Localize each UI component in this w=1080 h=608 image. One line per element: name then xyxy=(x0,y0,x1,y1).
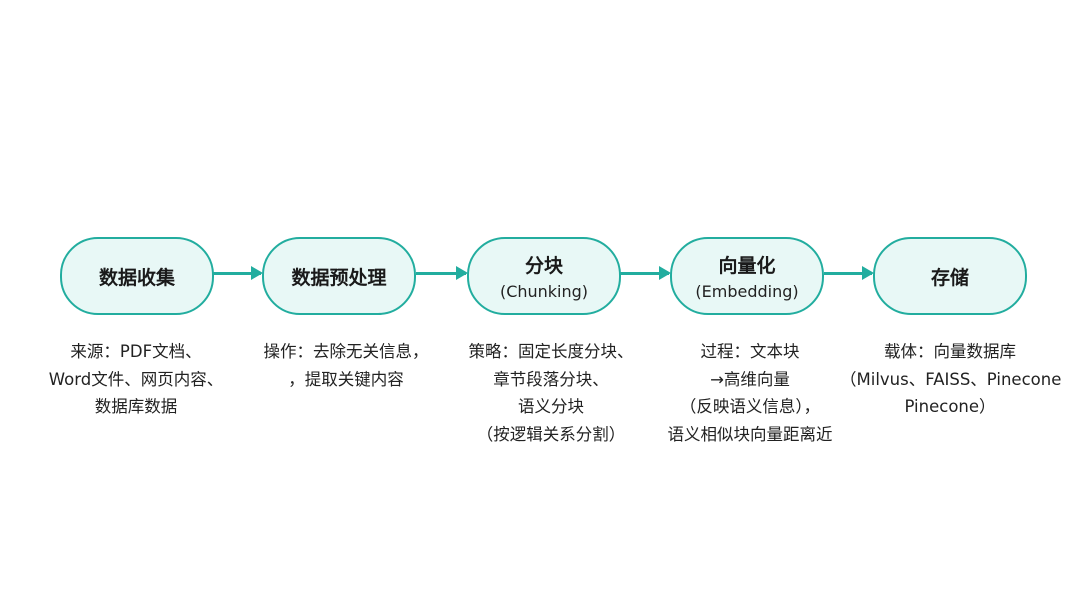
desc-line: ，提取关键内容 xyxy=(288,369,404,389)
step-subtitle: (Chunking) xyxy=(499,282,589,301)
desc-line: Pinecone） xyxy=(904,397,996,416)
desc-line: 语义分块 xyxy=(518,397,584,416)
desc-line: 来源：PDF文档、 xyxy=(70,342,202,361)
step-title: 数据收集 xyxy=(98,266,175,289)
step-title: 存储 xyxy=(930,266,969,289)
desc-line: →高维向量 xyxy=(710,369,790,389)
desc-line: 策略：固定长度分块、 xyxy=(468,342,634,361)
desc-line: Word文件、网页内容、 xyxy=(48,369,224,389)
desc-line: （按逻辑关系分割） xyxy=(476,424,626,444)
step-subtitle: (Embedding) xyxy=(695,282,799,301)
step-description: 来源：PDF文档、 Word文件、网页内容、 数据库数据 xyxy=(26,338,246,421)
step-title: 数据预处理 xyxy=(291,266,387,289)
desc-line: 章节段落分块、 xyxy=(493,369,609,389)
arrow-1 xyxy=(213,266,263,280)
step-embedding: 向量化 (Embedding) xyxy=(670,237,824,315)
desc-line: 操作：去除无关信息， xyxy=(263,342,429,361)
step-description: 策略：固定长度分块、 章节段落分块、 语义分块 （按逻辑关系分割） xyxy=(441,338,661,448)
arrow-4 xyxy=(824,266,874,280)
desc-line: （反映语义信息）， xyxy=(679,397,821,416)
step-data-collection: 数据收集 xyxy=(60,237,214,315)
step-storage: 存储 xyxy=(873,237,1027,315)
arrow-2 xyxy=(416,266,468,280)
step-title: 分块 xyxy=(524,255,563,277)
desc-line: 语义相似块向量距离近 xyxy=(667,424,833,444)
desc-line: 数据库数据 xyxy=(94,397,178,416)
desc-line: 载体：向量数据库 xyxy=(884,342,1016,361)
step-chunking: 分块 (Chunking) xyxy=(467,237,621,315)
step-description: 载体：向量数据库 （Milvus、FAISS、Pinecone Pinecone… xyxy=(840,338,1062,421)
step-description: 操作：去除无关信息， ，提取关键内容 xyxy=(236,338,456,393)
step-description: 过程：文本块 →高维向量 （反映语义信息）， 语义相似块向量距离近 xyxy=(640,338,860,448)
arrow-3 xyxy=(620,266,671,280)
step-preprocessing: 数据预处理 xyxy=(262,237,416,315)
desc-line: 过程：文本块 xyxy=(700,342,800,361)
step-title: 向量化 xyxy=(718,255,776,277)
desc-line: （Milvus、FAISS、Pinecone xyxy=(840,369,1062,389)
